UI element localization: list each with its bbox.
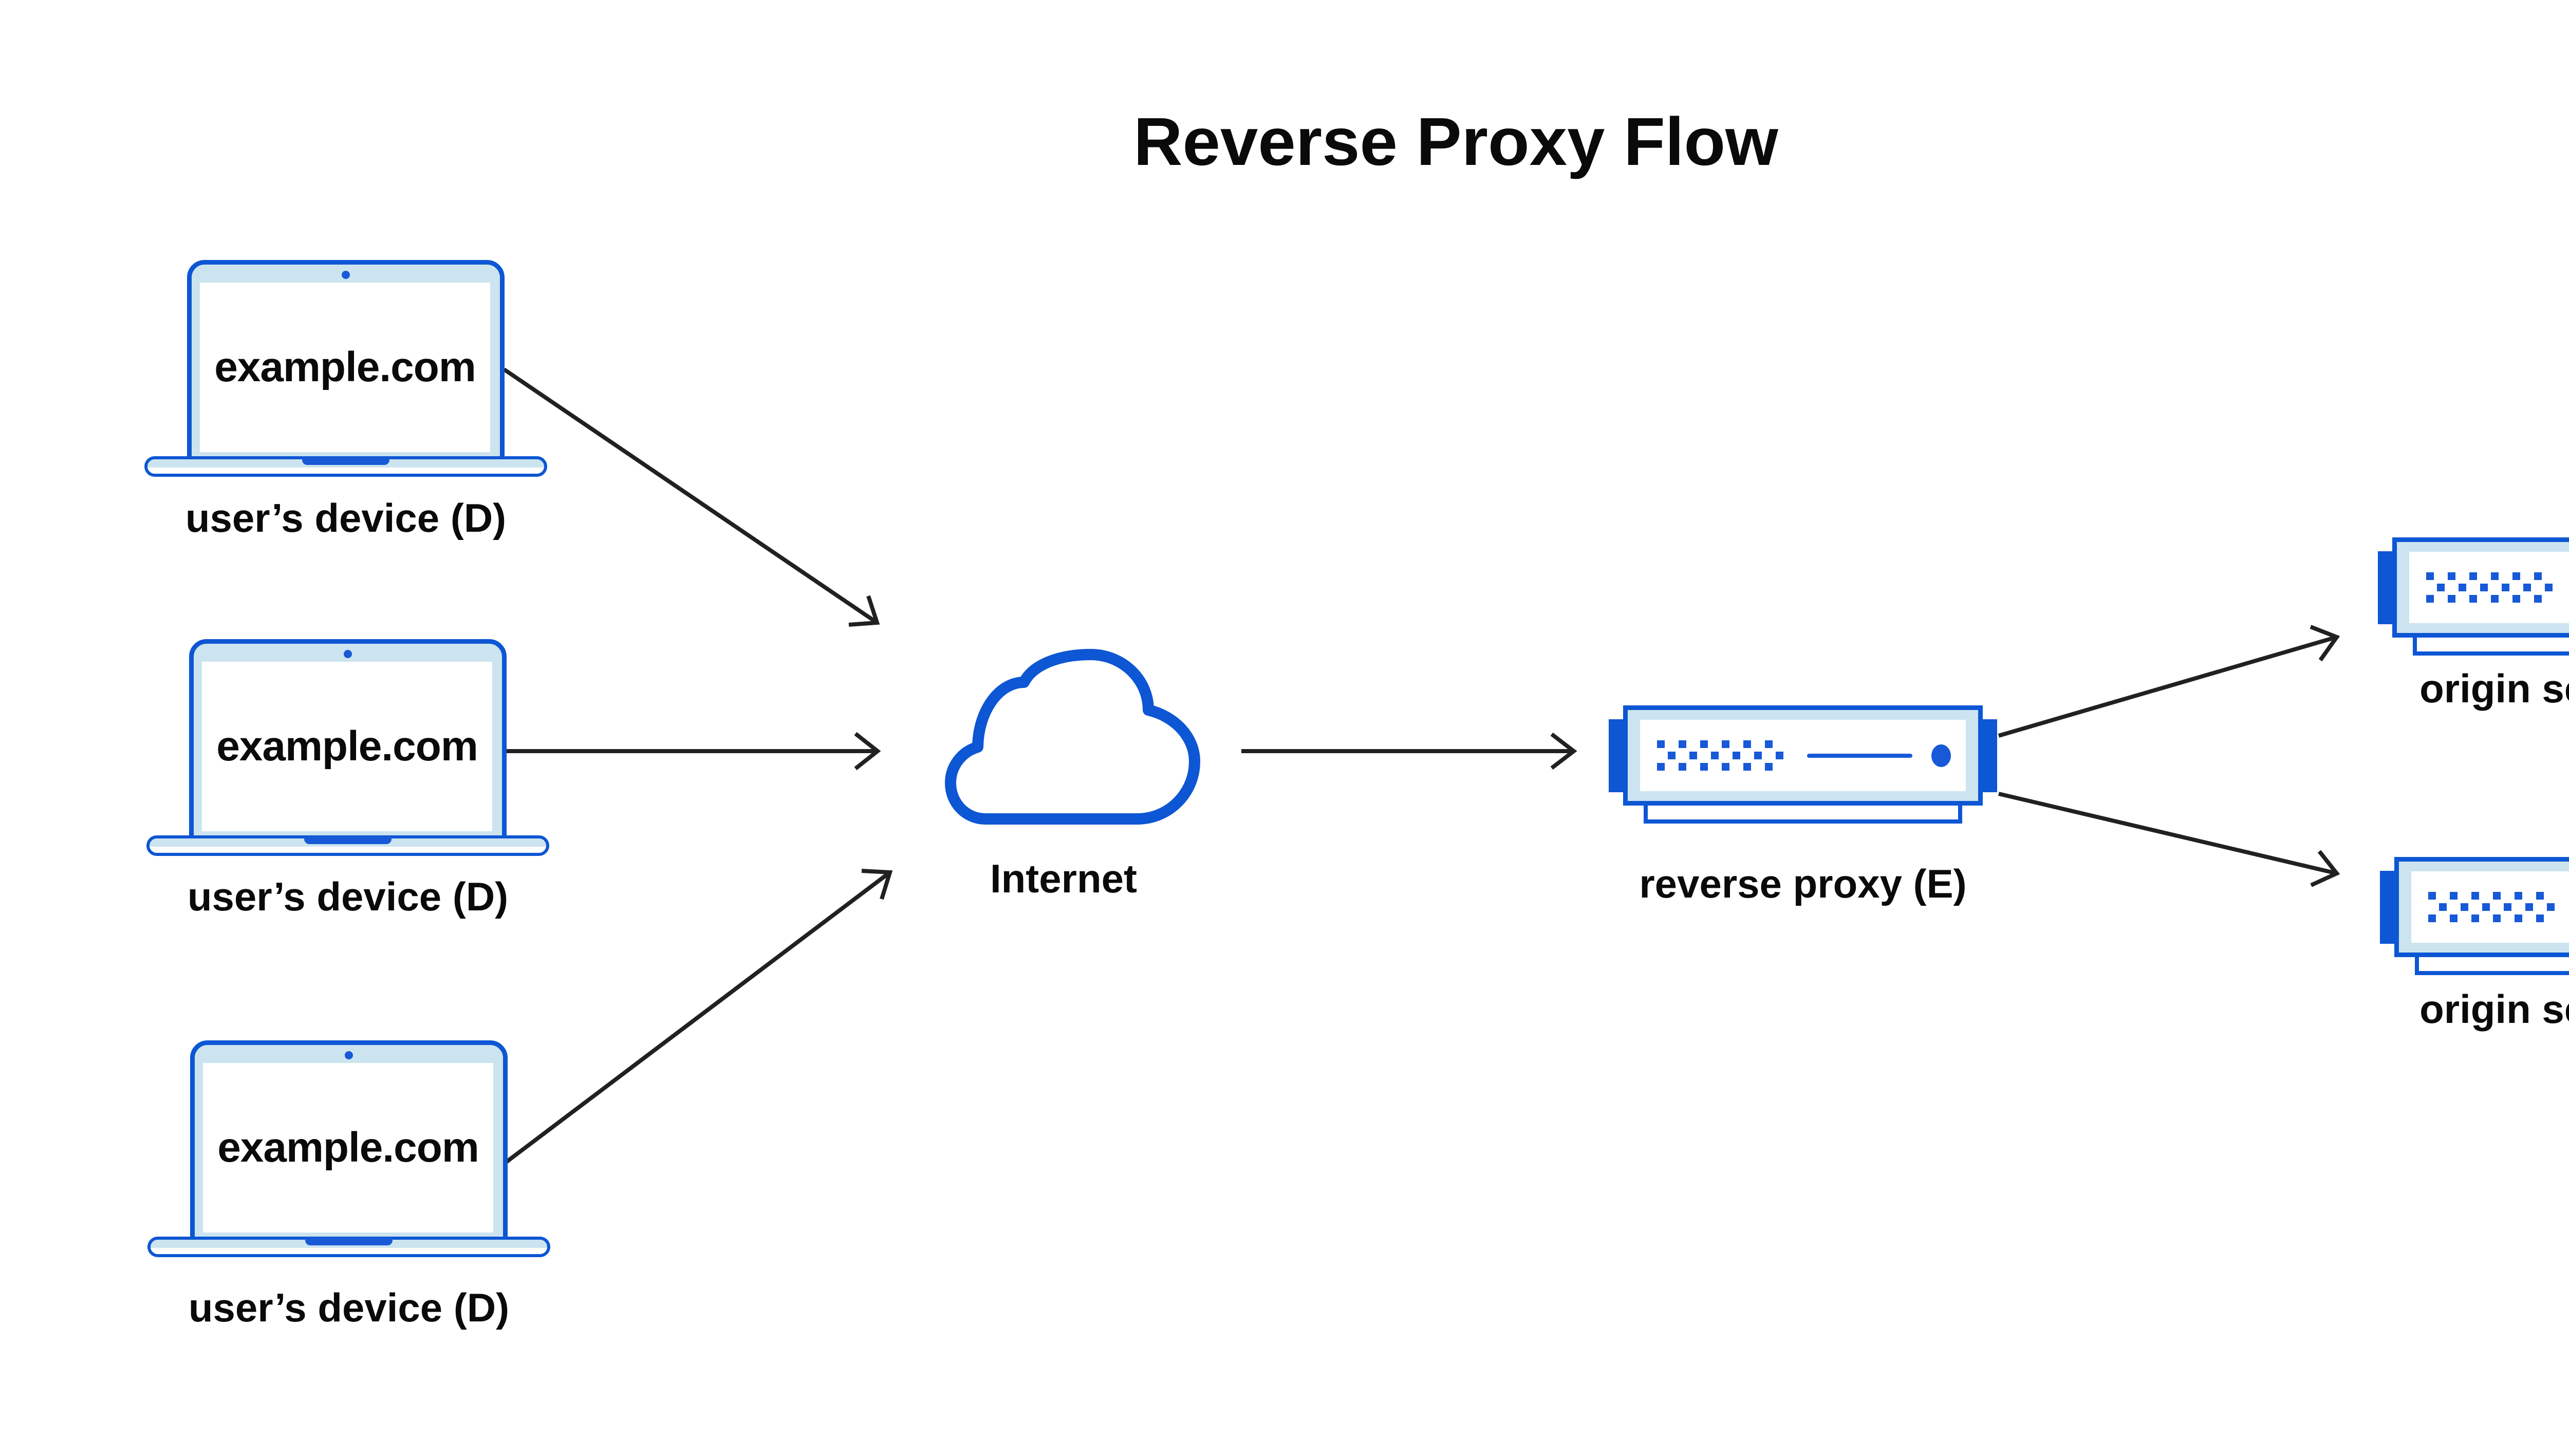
server-front-panel — [2411, 871, 2569, 943]
internet-label: Internet — [990, 856, 1138, 901]
server-led-icon — [1931, 744, 1951, 767]
reverse-proxy — [1609, 705, 1997, 829]
server-front-panel — [1640, 720, 1966, 791]
origin-server-2-label: origin server (F) — [2419, 986, 2569, 1032]
server-icon — [2394, 857, 2569, 957]
arrow-proxy-to-origin1 — [1998, 625, 2340, 738]
laptop-base-notch — [304, 836, 392, 844]
device-screen-url: example.com — [216, 723, 478, 770]
cloud-icon — [945, 649, 1200, 825]
page-title: Reverse Proxy Flow — [1133, 104, 1778, 179]
server-icon — [2392, 537, 2569, 638]
server-icon — [1623, 705, 1983, 806]
laptop-icon: example.com — [189, 639, 507, 841]
laptop-screen: example.com — [200, 283, 490, 452]
laptop-base-notch — [302, 457, 389, 465]
server-vent-grid-icon — [1657, 740, 1785, 771]
arrow-device1-to-internet — [502, 367, 880, 627]
origin-server-1-label: origin server (F) — [2419, 666, 2569, 711]
origin-server-2 — [2380, 857, 2569, 980]
server-vent-grid-icon — [2428, 892, 2557, 922]
webcam-dot-icon — [342, 271, 350, 279]
user-device-2: example.com — [146, 639, 595, 860]
arrow-proxy-to-origin2 — [1998, 792, 2340, 887]
laptop-base-notch — [305, 1238, 393, 1245]
user-device-3-label: user’s device (D) — [188, 1285, 510, 1330]
server-slot-line-icon — [1807, 754, 1912, 758]
arrow-device2-to-internet — [507, 732, 881, 771]
origin-server-1 — [2378, 537, 2569, 661]
reverse-proxy-label: reverse proxy (E) — [1639, 861, 1967, 906]
laptop-icon: example.com — [187, 260, 505, 461]
laptop-icon: example.com — [190, 1040, 508, 1242]
server-vent-grid-icon — [2426, 572, 2555, 603]
arrow-device3-to-internet — [505, 869, 893, 1164]
device-screen-url: example.com — [217, 1124, 479, 1171]
device-screen-url: example.com — [214, 344, 476, 390]
user-device-3: example.com — [147, 1040, 596, 1261]
webcam-dot-icon — [344, 650, 352, 658]
laptop-screen: example.com — [203, 1063, 493, 1233]
arrow-internet-to-proxy — [1241, 732, 1577, 770]
user-device-2-label: user’s device (D) — [187, 874, 509, 919]
user-device-1: example.com — [144, 260, 593, 481]
server-front-panel — [2409, 552, 2569, 623]
webcam-dot-icon — [345, 1051, 353, 1059]
user-device-1-label: user’s device (D) — [185, 495, 507, 540]
laptop-screen: example.com — [202, 662, 492, 831]
